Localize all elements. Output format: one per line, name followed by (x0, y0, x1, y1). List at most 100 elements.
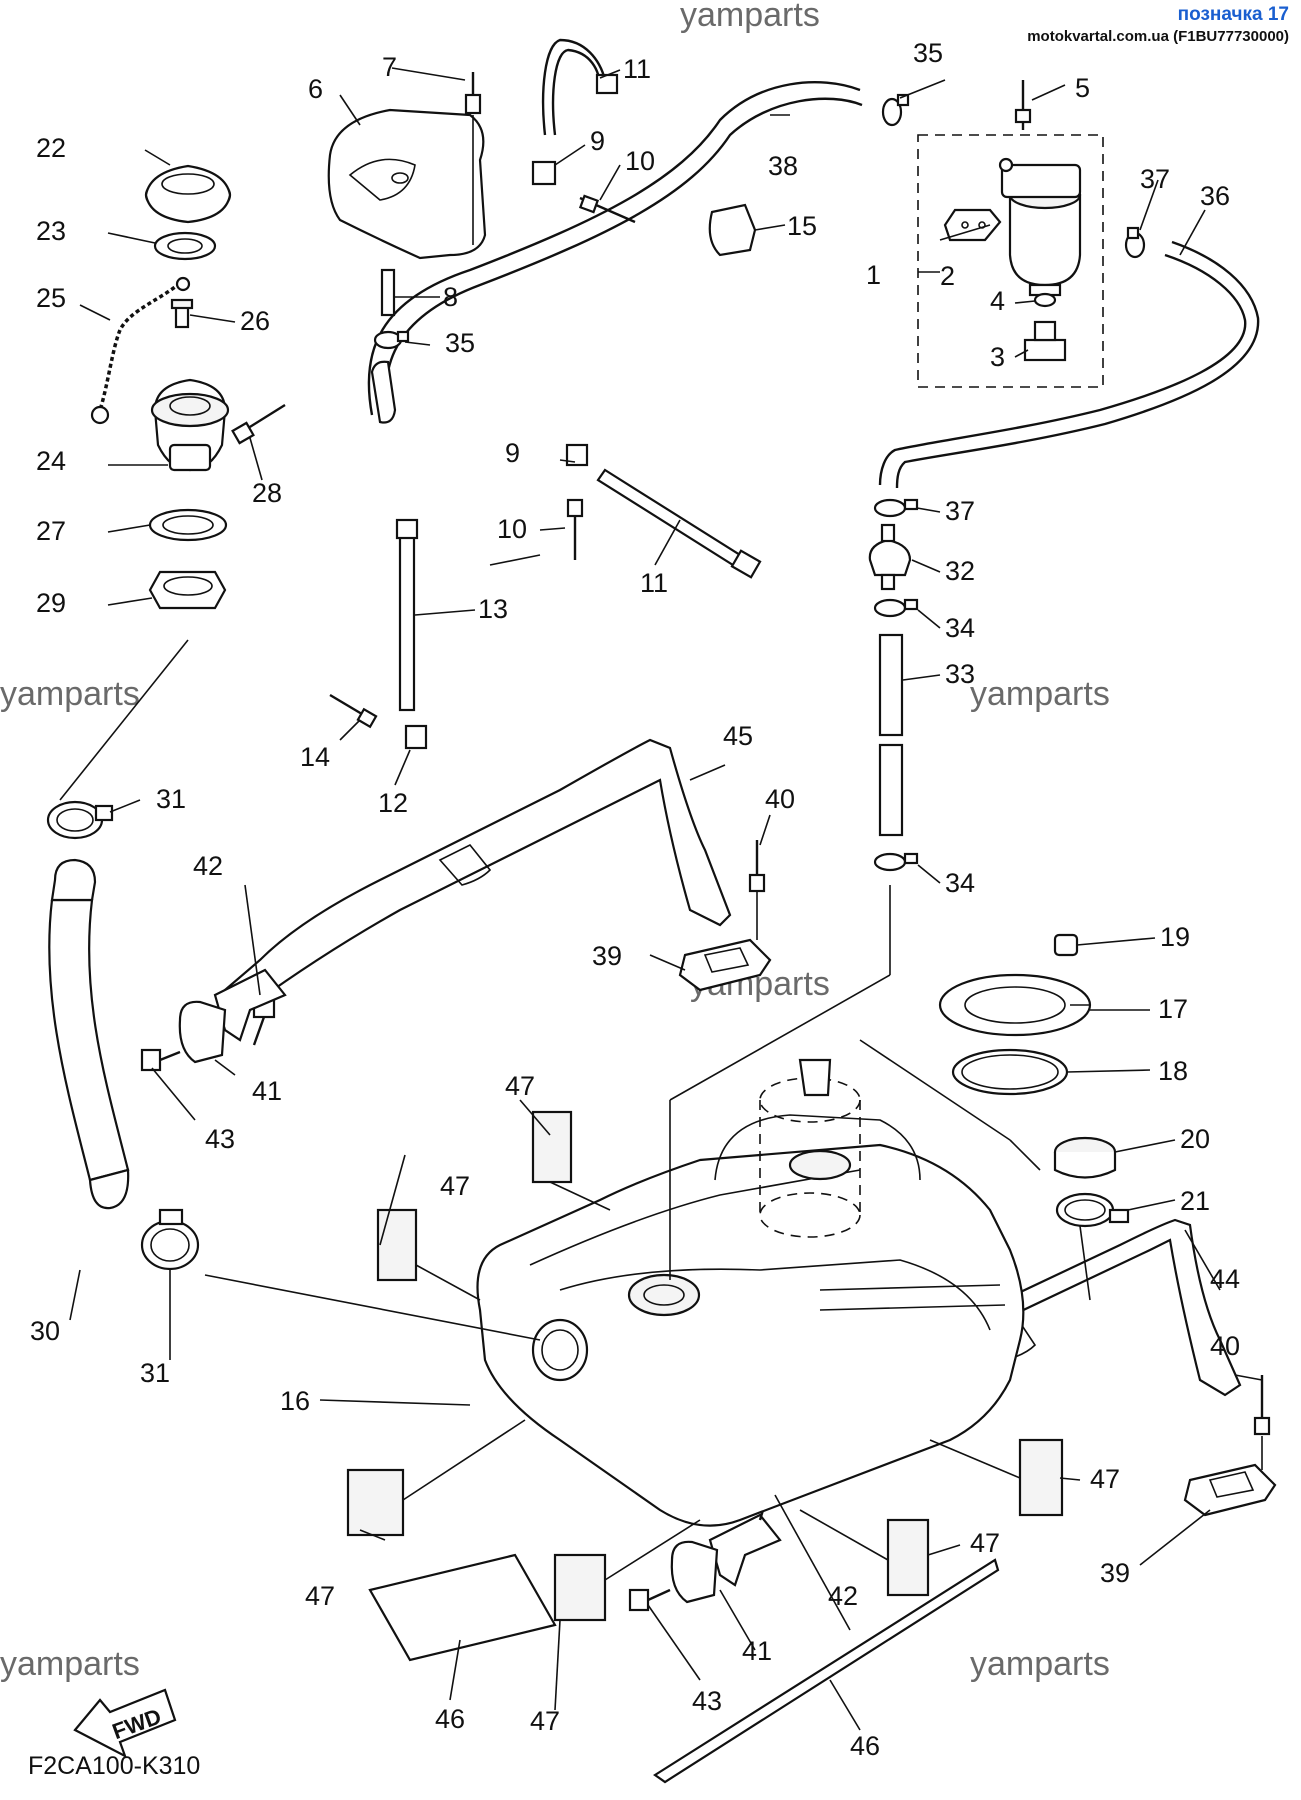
part-number: 8 (443, 282, 458, 312)
part-number: 39 (1100, 1558, 1130, 1588)
neck-gasket-part[interactable] (148, 508, 228, 542)
vent-pipe-part[interactable] (878, 633, 904, 837)
part-number: 46 (850, 1731, 880, 1761)
part-number: 11 (623, 54, 651, 84)
part-number: 24 (36, 446, 66, 476)
hose-clamp-part[interactable] (140, 1208, 200, 1271)
tank-mat-part[interactable] (368, 1553, 557, 1662)
chain-screw-part[interactable] (170, 298, 194, 329)
cable-tie-part[interactable] (395, 518, 419, 712)
hose-clamp-part[interactable] (873, 852, 919, 872)
part-number: 43 (205, 1124, 235, 1154)
tank-mat-part[interactable] (653, 1558, 1000, 1784)
tank-pad-part[interactable] (553, 1553, 607, 1622)
part-number: 47 (1090, 1464, 1120, 1494)
tie-pin-part[interactable] (566, 498, 584, 560)
part-number: 25 (36, 283, 66, 313)
band-bracket-part[interactable] (178, 968, 287, 1064)
tank-pad-part[interactable] (346, 1468, 405, 1537)
grommet-part[interactable] (380, 268, 396, 317)
cap-chain-part[interactable] (90, 276, 191, 425)
sender-ring-part[interactable] (938, 973, 1092, 1037)
cap-gasket-part[interactable] (153, 231, 217, 261)
part-number: 34 (945, 868, 975, 898)
part-number: 42 (193, 851, 223, 881)
part-number: 30 (30, 1316, 60, 1346)
tank-pad-part[interactable] (1018, 1438, 1064, 1517)
filter-o-ring-part[interactable] (1033, 292, 1057, 308)
cover-part[interactable] (327, 108, 487, 260)
hose-clamp-part[interactable] (881, 93, 910, 127)
breather-hose-part[interactable] (367, 81, 863, 424)
part-number: 44 (1210, 1264, 1240, 1294)
fuel-tank-part[interactable] (476, 1114, 1025, 1527)
leader-line (669, 974, 891, 1101)
watermark: yamparts (680, 0, 820, 34)
tank-pad-part[interactable] (886, 1518, 930, 1597)
hose-clamp-part[interactable] (873, 598, 919, 618)
tank-band-part[interactable] (223, 738, 732, 1012)
breather-hose-part[interactable] (878, 240, 1260, 489)
band-holder-part[interactable] (1183, 1463, 1277, 1517)
part-number: 15 (787, 211, 817, 241)
hose-clamp-part[interactable] (46, 800, 114, 840)
part-number: 14 (300, 742, 330, 772)
clip-part[interactable] (708, 203, 757, 257)
sender-gasket-part[interactable] (951, 1048, 1069, 1096)
cap-part[interactable] (1053, 1136, 1117, 1179)
filter-bracket-part[interactable] (943, 208, 1002, 242)
hose-clamp-part[interactable] (1124, 226, 1146, 259)
part-number: 22 (36, 133, 66, 163)
neck-nut-part[interactable] (148, 570, 227, 610)
band-holder-part[interactable] (678, 938, 772, 992)
part-number: 43 (692, 1686, 722, 1716)
part-number: 42 (828, 1581, 858, 1611)
band-bracket-part[interactable] (670, 1513, 782, 1604)
part-number: 18 (1158, 1056, 1188, 1086)
part-number: 34 (945, 613, 975, 643)
cable-tie-part[interactable] (541, 38, 619, 136)
part-number: 6 (308, 74, 323, 104)
filler-hose-part[interactable] (48, 858, 130, 1210)
part-number: 47 (970, 1528, 1000, 1558)
filler-neck-part[interactable] (150, 378, 230, 472)
cable-tie-part[interactable] (596, 468, 762, 579)
tie-holder-part[interactable] (404, 724, 428, 750)
holder-bolt-part[interactable] (1253, 1375, 1271, 1470)
part-number: 41 (742, 1636, 772, 1666)
fuel-sender-part[interactable] (759, 1058, 861, 1238)
tie-pin-part[interactable] (578, 194, 636, 224)
cover-bolt-part[interactable] (464, 72, 482, 245)
part-number: 45 (723, 721, 753, 751)
part-number: 40 (1210, 1331, 1240, 1361)
tank-pad-part[interactable] (376, 1208, 418, 1282)
holder-bolt-part[interactable] (748, 840, 766, 940)
check-valve-part[interactable] (868, 523, 912, 591)
tie-pin-part[interactable] (329, 693, 378, 729)
part-number: 38 (768, 151, 798, 181)
part-number: 36 (1200, 181, 1230, 211)
filter-bolt-part[interactable] (1014, 80, 1032, 130)
part-number: 47 (530, 1706, 560, 1736)
tie-holder-part[interactable] (531, 160, 557, 186)
hose-clamp-part[interactable] (1055, 1192, 1130, 1228)
sender-nut-part[interactable] (1053, 933, 1079, 957)
fuel-filter-part[interactable] (998, 157, 1082, 297)
fuel-cap-part[interactable] (144, 164, 232, 224)
bracket-bolt-part[interactable] (628, 1588, 671, 1612)
part-number: 31 (156, 784, 186, 814)
part-number: 39 (592, 941, 622, 971)
tie-holder-part[interactable] (565, 443, 589, 467)
hose-clamp-part[interactable] (873, 498, 919, 518)
part-number: 35 (445, 328, 475, 358)
bracket-bolt-part[interactable] (140, 1048, 181, 1072)
part-number: 23 (36, 216, 66, 246)
filter-drain-plug-part[interactable] (1023, 320, 1067, 362)
reference-link[interactable]: позначка 17 (1177, 4, 1289, 25)
part-number: 47 (440, 1171, 470, 1201)
hose-clamp-part[interactable] (373, 330, 410, 350)
filler-bolt-part[interactable] (231, 403, 286, 445)
part-number: 40 (765, 784, 795, 814)
watermark: yamparts (0, 1645, 140, 1683)
